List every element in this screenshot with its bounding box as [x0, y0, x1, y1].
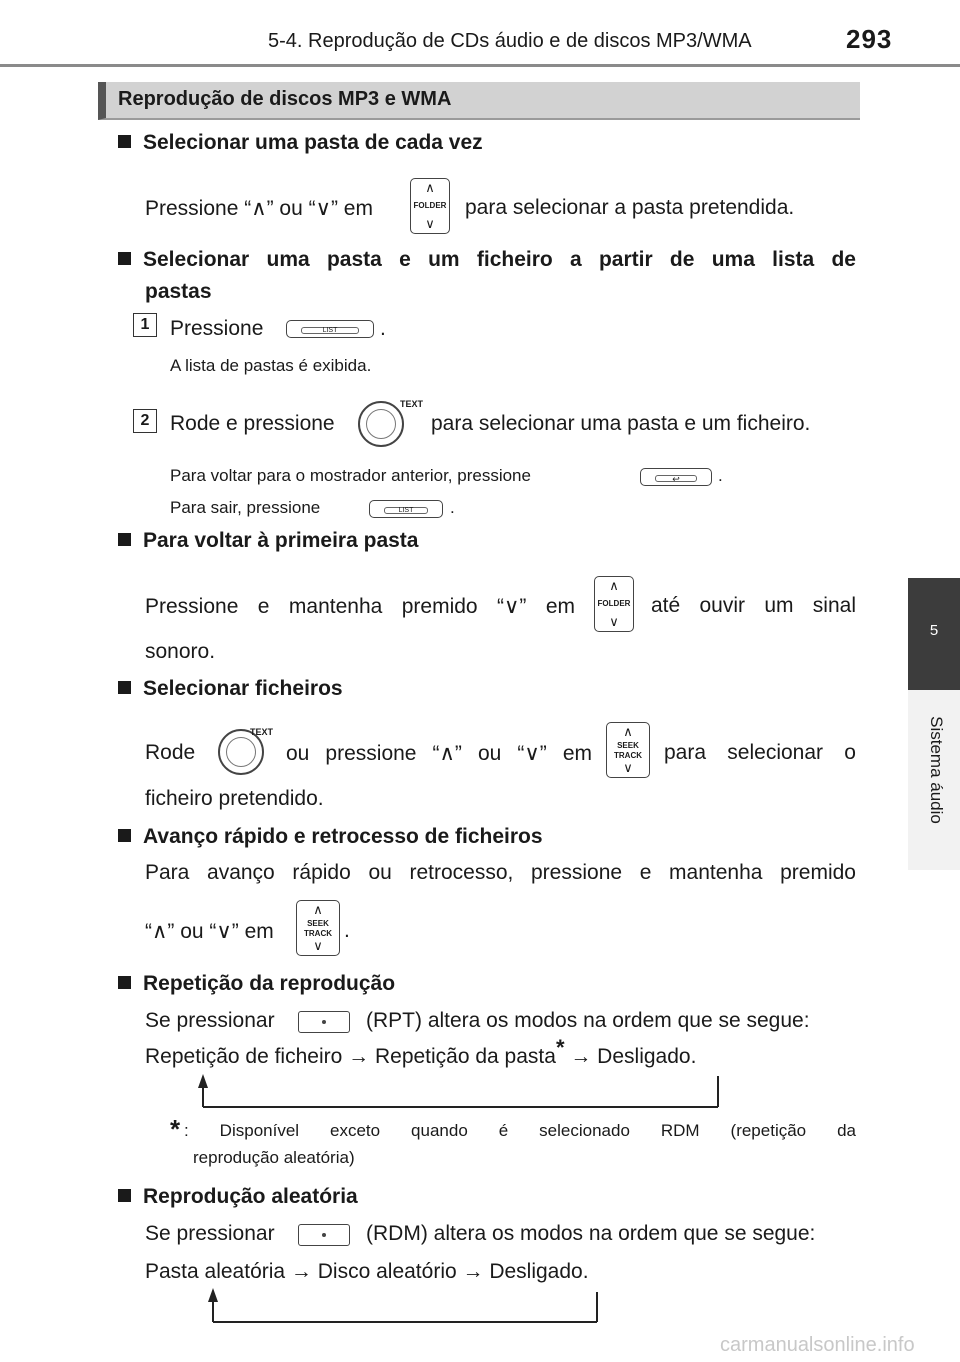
step1-text-post: . — [380, 317, 386, 340]
heading-select-folder: Selecionar uma pasta de cada vez — [118, 131, 483, 155]
s7-text-post: (RDM) altera os modos na ordem que se se… — [366, 1222, 816, 1245]
square-bullet-icon — [118, 976, 131, 989]
note-exit: Para sair, pressione — [170, 498, 321, 517]
chapter-tab-strip — [908, 690, 960, 870]
square-bullet-icon — [118, 681, 131, 694]
s1-text-pre: Pressione “∧” ou “∨” em — [145, 197, 373, 220]
knob-label: TEXT — [250, 727, 274, 737]
s6-text-post: (RPT) altera os modos na ordem que se se… — [366, 1009, 810, 1032]
s4-text-post: para selecionar o — [664, 741, 856, 764]
footnote-line1: : Disponível exceto quando é selecionado… — [184, 1121, 856, 1140]
tune-knob-icon — [358, 401, 404, 447]
rdm-button-icon — [298, 1224, 350, 1246]
step2-text-pre: Rode e pressione — [170, 412, 335, 435]
s7-text-pre: Se pressionar — [145, 1222, 275, 1245]
page-header-title: 5-4. Reprodução de CDs áudio e de discos… — [268, 30, 752, 52]
note-back-post: . — [718, 466, 723, 485]
square-bullet-icon — [118, 1189, 131, 1202]
note-back: Para voltar para o mostrador anterior, p… — [170, 466, 531, 485]
step1-note: A lista de pastas é exibida. — [170, 356, 372, 375]
s7-sequence: Pasta aleatória → Disco aleatório → Desl… — [145, 1260, 589, 1283]
chapter-number: 5 — [929, 622, 939, 639]
square-bullet-icon — [118, 252, 131, 265]
chapter-tab: 5 — [908, 578, 960, 690]
list-button-icon: LIST — [369, 500, 443, 518]
heading-first-folder: Para voltar à primeira pasta — [118, 529, 418, 553]
section-title: Reprodução de discos MP3 e WMA — [118, 88, 452, 110]
folder-button-icon: ∧FOLDER∨ — [410, 178, 450, 234]
s4-text-mid: ou pressione “∧” ou “∨” em — [286, 742, 592, 765]
s6-text-pre: Se pressionar — [145, 1009, 275, 1032]
heading-fast-forward: Avanço rápido e retrocesso de ficheiros — [118, 825, 543, 849]
heading-select-folder-file: Selecionar uma pasta e um ficheiro a par… — [118, 248, 856, 272]
heading-select-files: Selecionar ficheiros — [118, 677, 343, 701]
s3-line2: sonoro. — [145, 640, 216, 663]
watermark: carmanualsonline.info — [720, 1334, 915, 1356]
step-number-1: 1 — [133, 313, 157, 337]
folder-button-icon: ∧FOLDER∨ — [594, 576, 634, 632]
header-divider — [0, 64, 960, 67]
s5-text-post: . — [344, 919, 350, 942]
back-button-icon: ↩ — [640, 468, 712, 486]
rpt-button-icon — [298, 1011, 350, 1033]
note-exit-post: . — [450, 498, 455, 517]
list-button-icon: LIST — [286, 320, 374, 338]
s4-text-pre: Rode — [145, 741, 196, 764]
s6-sequence: Repetição de ficheiro → Repetição da pas… — [145, 1035, 697, 1069]
section-title-bar: Reprodução de discos MP3 e WMA — [98, 82, 860, 120]
step1-text-pre: Pressione — [170, 317, 264, 340]
s5-text-pre: “∧” ou “∨” em — [145, 920, 274, 943]
s5-line1: Para avanço rápido ou retrocesso, pressi… — [145, 861, 856, 884]
s1-text-post: para selecionar a pasta pretendida. — [465, 196, 795, 219]
heading-select-folder-file-line2: pastas — [145, 280, 212, 303]
square-bullet-icon — [118, 135, 131, 148]
s4-line2: ficheiro pretendido. — [145, 787, 324, 810]
tune-knob-icon — [218, 729, 264, 775]
heading-random: Reprodução aleatória — [118, 1185, 358, 1209]
s3-text-pre: Pressione e mantenha premido “∨” em — [145, 595, 575, 618]
page-number: 293 — [846, 24, 893, 54]
knob-label: TEXT — [400, 399, 424, 409]
footnote-star: * — [170, 1114, 181, 1144]
square-bullet-icon — [118, 829, 131, 842]
footnote-line2: reprodução aleatória) — [193, 1148, 355, 1167]
s3-text-post: até ouvir um sinal — [651, 594, 856, 617]
heading-repeat: Repetição da reprodução — [118, 972, 395, 996]
square-bullet-icon — [118, 533, 131, 546]
step-number-2: 2 — [133, 409, 157, 433]
step2-text-post: para selecionar uma pasta e um ficheiro. — [431, 412, 811, 435]
